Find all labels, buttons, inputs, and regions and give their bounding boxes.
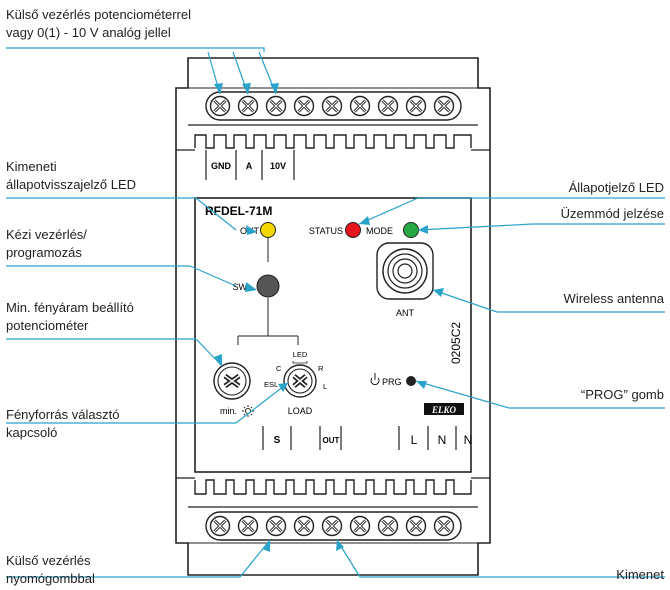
prg-label: PRG bbox=[382, 377, 402, 387]
terminal-label-n2: N bbox=[464, 433, 473, 447]
serial-number: 0205C2 bbox=[449, 322, 463, 364]
load-switch[interactable] bbox=[283, 364, 317, 398]
bottom-terminal-strip bbox=[205, 511, 462, 541]
mode-led-label: MODE bbox=[366, 226, 393, 236]
terminal-screw[interactable] bbox=[237, 515, 259, 537]
callout-push-button: Külső vezérlés nyomógombbal bbox=[6, 553, 95, 586]
top-vent-ridges bbox=[194, 134, 472, 149]
terminal-screw[interactable] bbox=[209, 95, 231, 117]
terminal-label-l: L bbox=[411, 433, 418, 447]
min-label: min. bbox=[220, 406, 237, 416]
bottom-vent-ridges bbox=[194, 479, 472, 495]
model-name: RFDEL-71M bbox=[205, 204, 272, 218]
led-position-label: LED bbox=[293, 350, 308, 359]
status-led bbox=[345, 222, 361, 238]
terminal-screw[interactable] bbox=[405, 95, 427, 117]
l-position-label: L bbox=[323, 382, 327, 391]
callout-top-control: Külső vezérlés potenciométerrel vagy 0(1… bbox=[6, 7, 191, 40]
load-label: LOAD bbox=[288, 406, 313, 416]
esl-position-label: ESL bbox=[264, 380, 278, 389]
callout-out-led: Kimeneti állapotvisszajelző LED bbox=[6, 159, 137, 192]
terminal-label-n1: N bbox=[438, 433, 447, 447]
c-position-label: C bbox=[276, 364, 282, 373]
power-icon bbox=[370, 373, 380, 386]
terminal-screw[interactable] bbox=[265, 95, 287, 117]
terminal-screw[interactable] bbox=[433, 95, 455, 117]
callout-arrowheads bbox=[214, 83, 444, 552]
terminal-label-s: S bbox=[274, 435, 281, 446]
terminal-screw[interactable] bbox=[321, 515, 343, 537]
callout-antenna: Wireless antenna bbox=[563, 291, 664, 306]
front-panel bbox=[194, 197, 472, 473]
mode-led bbox=[403, 222, 419, 238]
terminal-screw[interactable] bbox=[209, 515, 231, 537]
terminal-screw[interactable] bbox=[321, 95, 343, 117]
sw-button[interactable] bbox=[256, 274, 280, 298]
callout-mode-led: Üzemmód jelzése bbox=[560, 206, 664, 221]
callout-prog-button: “PROG” gomb bbox=[580, 387, 664, 402]
callout-output: Kimenet bbox=[616, 567, 664, 582]
top-terminal-labels: GND A 10V bbox=[205, 150, 295, 180]
terminal-label-a: A bbox=[246, 161, 253, 171]
terminal-screw[interactable] bbox=[293, 515, 315, 537]
terminal-screw[interactable] bbox=[433, 515, 455, 537]
housing bbox=[175, 57, 491, 576]
antenna-label: ANT bbox=[396, 308, 415, 318]
terminal-screw[interactable] bbox=[405, 515, 427, 537]
terminal-screw[interactable] bbox=[377, 515, 399, 537]
sw-label: SW bbox=[233, 282, 248, 292]
terminal-screw[interactable] bbox=[349, 515, 371, 537]
min-potentiometer[interactable] bbox=[213, 362, 251, 400]
antenna-icon bbox=[376, 242, 434, 300]
callout-manual-control: Kézi vezérlés/ programozás bbox=[6, 227, 87, 260]
terminal-screw[interactable] bbox=[265, 515, 287, 537]
brand-name: ELKO bbox=[431, 405, 457, 415]
terminal-screw[interactable] bbox=[293, 95, 315, 117]
terminal-screw[interactable] bbox=[377, 95, 399, 117]
brand-logo bbox=[424, 403, 464, 415]
terminal-label-out: OUT bbox=[323, 436, 340, 445]
callout-status-led: Állapotjelző LED bbox=[568, 180, 664, 195]
callout-min-potentiometer: Min. fényáram beállító potenciométer bbox=[6, 300, 134, 333]
r-position-label: R bbox=[318, 364, 324, 373]
bottom-terminal-labels bbox=[262, 426, 457, 450]
terminal-label-gnd: GND bbox=[211, 161, 232, 171]
out-led bbox=[260, 222, 276, 238]
callout-lines bbox=[6, 47, 665, 578]
top-terminal-strip bbox=[205, 91, 462, 121]
callout-load-switch: Fényforrás választó kapcsoló bbox=[6, 407, 120, 440]
terminal-screw[interactable] bbox=[237, 95, 259, 117]
terminal-label-10v: 10V bbox=[270, 161, 286, 171]
status-led-label: STATUS bbox=[309, 226, 343, 236]
terminal-screw[interactable] bbox=[349, 95, 371, 117]
prg-button[interactable] bbox=[406, 376, 416, 386]
